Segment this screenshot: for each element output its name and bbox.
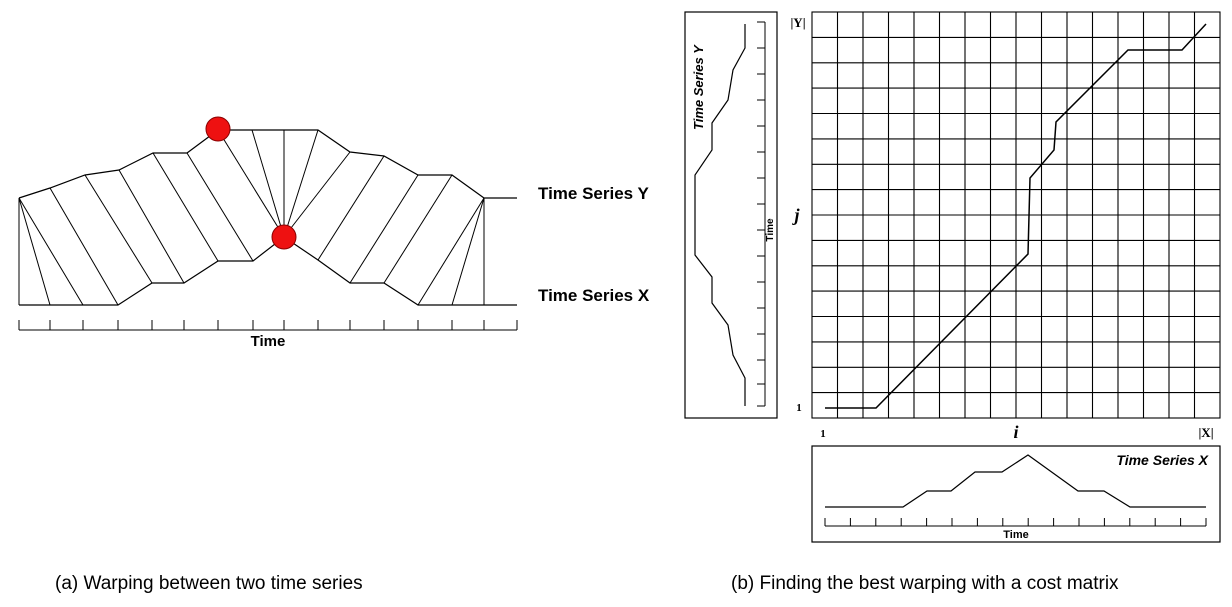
highlight-point-y bbox=[205, 116, 231, 142]
x-series-curve bbox=[825, 454, 1206, 508]
panel-b: Time Series Y Time |Y| j 1 1 bbox=[684, 11, 1221, 594]
y-series-box bbox=[684, 11, 778, 419]
x-series-time-label: Time bbox=[1003, 529, 1028, 541]
time-label-a: Time bbox=[251, 333, 286, 350]
cost-matrix-grid bbox=[811, 11, 1221, 419]
label-time-series-x: Time Series X bbox=[538, 286, 650, 305]
label-time-series-y: Time Series Y bbox=[538, 184, 650, 203]
warping-connectors bbox=[18, 129, 485, 306]
highlight-point-x bbox=[271, 224, 297, 250]
axis-x-right-label: |X| bbox=[1198, 425, 1213, 440]
axis-x-left-label: 1 bbox=[820, 428, 826, 440]
x-series-time-axis bbox=[824, 518, 1207, 527]
y-series-curve bbox=[694, 24, 746, 406]
axis-y-top-label: |Y| bbox=[790, 15, 805, 30]
warping-path bbox=[825, 23, 1207, 409]
y-series-time-axis bbox=[757, 21, 766, 407]
series-x-curve bbox=[19, 236, 517, 306]
axis-x-mid-label: i bbox=[1013, 422, 1018, 442]
axis-y-bottom-label: 1 bbox=[796, 402, 802, 414]
caption-b: (b) Finding the best warping with a cost… bbox=[731, 573, 1119, 594]
x-series-label: Time Series X bbox=[1116, 452, 1209, 468]
caption-a: (a) Warping between two time series bbox=[55, 573, 363, 594]
y-series-label: Time Series Y bbox=[691, 44, 706, 130]
panel-a: Time Time Series Y Time Series X (a) War… bbox=[18, 116, 650, 594]
time-axis-a bbox=[18, 320, 518, 331]
x-series-box bbox=[811, 445, 1221, 543]
series-y-curve bbox=[18, 129, 517, 199]
y-series-time-label: Time bbox=[765, 218, 776, 242]
axis-y-mid-label: j bbox=[791, 205, 800, 225]
